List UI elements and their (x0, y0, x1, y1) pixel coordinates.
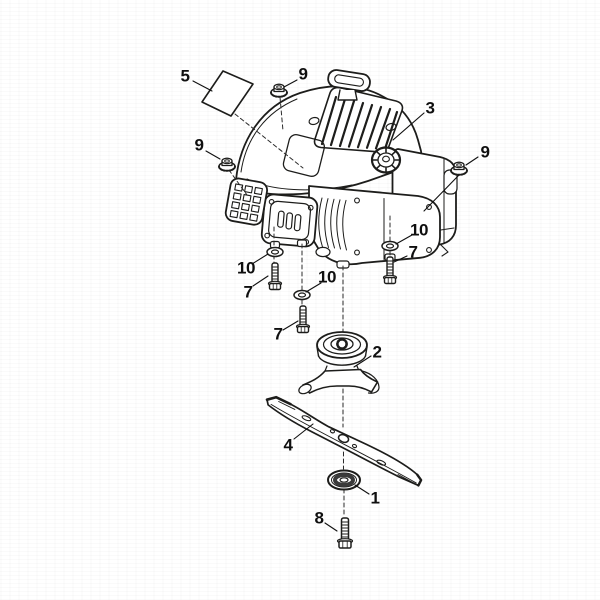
callout-part-7-left: 7 (243, 282, 253, 302)
callout-part-10-left: 10 (237, 258, 255, 278)
callout-part-3: 3 (425, 98, 435, 118)
blade-washer-part (327, 469, 361, 491)
flange-nut-left-part (218, 157, 236, 172)
callout-part-2: 2 (372, 342, 382, 362)
washer-left-part (266, 246, 284, 258)
callout-part-9-left: 9 (194, 135, 204, 155)
callout-part-7-mid: 7 (273, 324, 283, 344)
washer-right-part (381, 240, 399, 252)
callout-part-7-right: 7 (408, 242, 418, 262)
callout-part-10-right: 10 (410, 220, 428, 240)
blade-bolt-part (336, 517, 354, 549)
callout-part-10-mid: 10 (318, 267, 336, 287)
mount-bolt-right-part (382, 256, 398, 285)
callout-part-8: 8 (314, 508, 324, 528)
mount-bolt-middle-part (295, 305, 311, 334)
flange-nut-top-part (270, 83, 288, 98)
blade-adapter-part (298, 331, 380, 395)
callout-part-1: 1 (370, 488, 380, 508)
starter-handle (327, 69, 371, 92)
intake-grille (224, 177, 268, 226)
flange-nut-right-part (450, 161, 468, 176)
assembly-axis-lines (228, 96, 391, 517)
label-plate-part (201, 70, 254, 117)
washer-middle-part (293, 289, 311, 301)
fuel-cap (370, 146, 402, 174)
callout-part-9-top: 9 (298, 64, 308, 84)
muffler (260, 193, 319, 248)
callout-part-5: 5 (180, 66, 190, 86)
blade-part (265, 395, 423, 487)
callout-part-9-right: 9 (480, 142, 490, 162)
leader-lines (192, 79, 479, 532)
crankcase (308, 185, 449, 266)
mount-bolt-left-part (267, 262, 283, 291)
callout-part-4: 4 (283, 435, 293, 455)
